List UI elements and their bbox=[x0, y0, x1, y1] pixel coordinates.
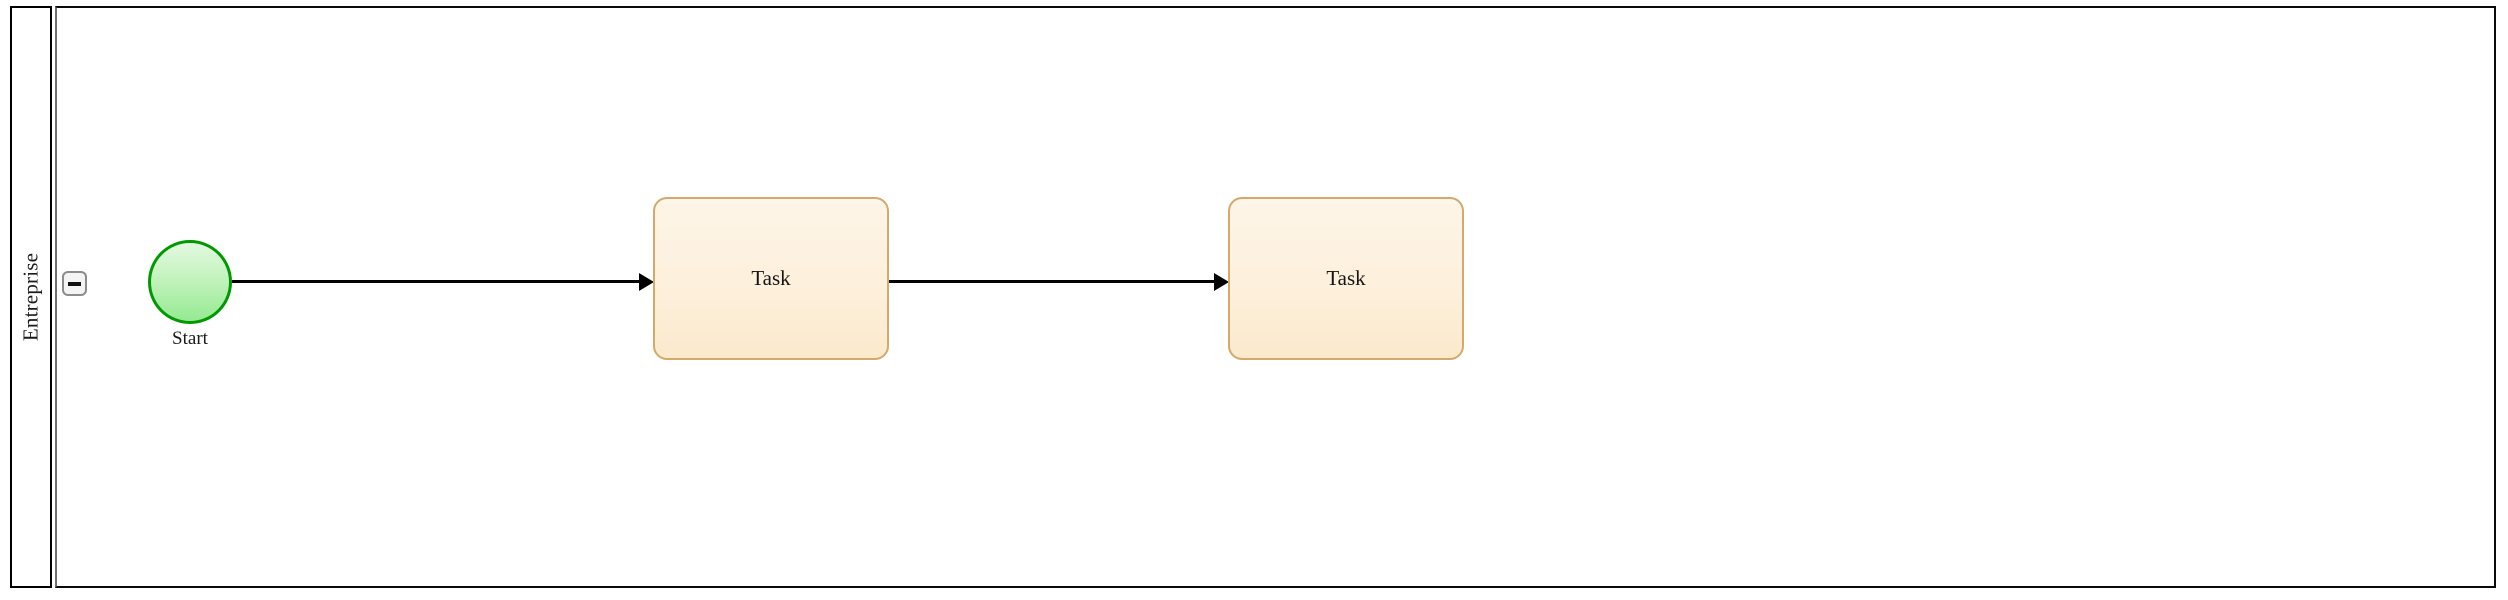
task-node-1[interactable]: Task bbox=[653, 197, 889, 360]
task-label: Task bbox=[751, 266, 791, 290]
sequence-flow-task-1-to-task-2[interactable] bbox=[889, 273, 1229, 291]
start-event-node[interactable]: Start bbox=[148, 240, 232, 349]
pool-header[interactable]: Entreprise bbox=[10, 6, 52, 588]
flow-line bbox=[232, 280, 640, 283]
flow-line bbox=[889, 280, 1215, 283]
start-event-circle bbox=[148, 240, 232, 324]
arrowhead-icon bbox=[639, 273, 654, 291]
task-node-2[interactable]: Task bbox=[1228, 197, 1464, 360]
sequence-flow-start-to-task-1[interactable] bbox=[232, 273, 654, 291]
collapse-lane-button[interactable] bbox=[62, 271, 87, 296]
task-label: Task bbox=[1326, 266, 1366, 290]
pool-lane-label: Entreprise bbox=[18, 252, 43, 342]
start-event-label: Start bbox=[172, 328, 208, 349]
minus-icon bbox=[68, 281, 81, 286]
arrowhead-icon bbox=[1214, 273, 1229, 291]
